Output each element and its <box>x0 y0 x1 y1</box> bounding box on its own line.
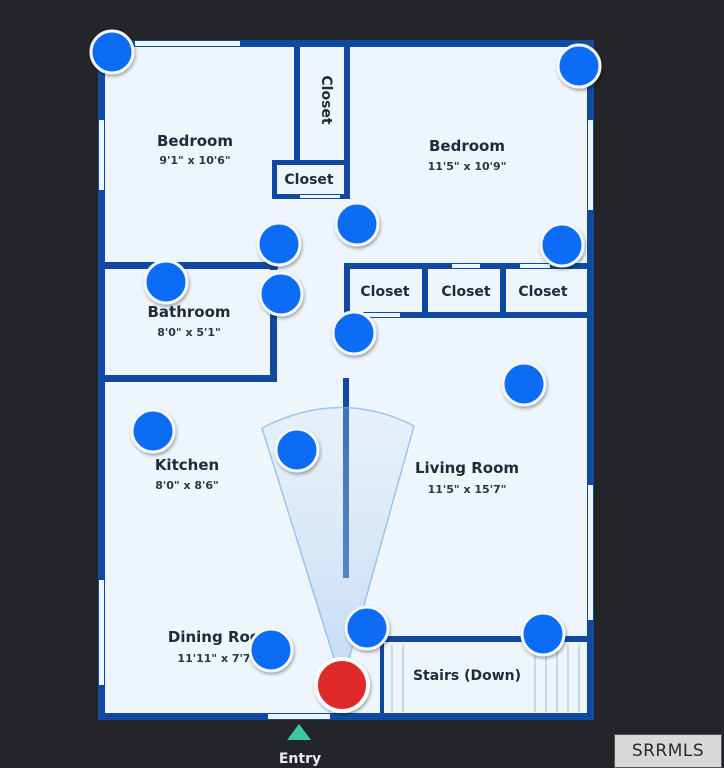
hotspot-living-room[interactable] <box>501 361 547 407</box>
room-name-dining-room: Dining Roo <box>168 628 260 646</box>
hotspot-dining-room[interactable] <box>248 627 294 673</box>
current-position-marker[interactable] <box>314 657 370 713</box>
room-dims-bedroom-left: 9'1" x 10'6" <box>159 154 230 167</box>
room-dims-bedroom-right: 11'5" x 10'9" <box>428 160 507 173</box>
room-dims-dining-room: 11'11" x 7'7 <box>177 652 250 665</box>
room-dims-kitchen: 8'0" x 8'6" <box>155 479 219 492</box>
hotspot-kitchen[interactable] <box>130 408 176 454</box>
closet-label-row-3: Closet <box>518 284 568 300</box>
wall-openings <box>99 41 593 719</box>
hotspot-bathroom[interactable] <box>143 259 189 305</box>
entry-arrow-icon <box>287 724 311 740</box>
room-dims-bathroom: 8'0" x 5'1" <box>157 326 221 339</box>
view-cone <box>261 406 415 687</box>
room-name-bedroom-left: Bedroom <box>157 132 233 150</box>
hotspot-hall-mid[interactable] <box>258 271 304 317</box>
hotspot-bedroom-left-corner[interactable] <box>89 29 135 75</box>
room-name-kitchen: Kitchen <box>155 456 219 474</box>
closet-label-row-2: Closet <box>441 284 491 300</box>
hotspot-hall-upper-right[interactable] <box>334 201 380 247</box>
room-name-bedroom-right: Bedroom <box>429 137 505 155</box>
entry-label: Entry <box>279 751 321 767</box>
room-name-living-room: Living Room <box>415 459 519 477</box>
room-name-bathroom: Bathroom <box>147 303 230 321</box>
room-dims-living-room: 11'5" x 15'7" <box>428 483 507 496</box>
hotspot-entry-right[interactable] <box>344 605 390 651</box>
room-name-stairs: Stairs (Down) <box>413 668 521 684</box>
hotspot-bedroom-right-lower[interactable] <box>539 222 585 268</box>
hotspots <box>89 29 602 673</box>
mls-watermark: SRRMLS <box>614 734 722 768</box>
hotspot-hall-closets[interactable] <box>331 310 377 356</box>
hotspot-bedroom-right-corner[interactable] <box>556 43 602 89</box>
hotspot-living-room-stairs[interactable] <box>520 611 566 657</box>
closet-label-top: Closet <box>318 75 334 125</box>
closet-label-hall: Closet <box>284 172 334 188</box>
outer-walls <box>98 40 594 720</box>
closet-label-row-1: Closet <box>360 284 410 300</box>
hotspot-hallway-center[interactable] <box>274 427 320 473</box>
hotspot-hall-upper-left[interactable] <box>256 221 302 267</box>
